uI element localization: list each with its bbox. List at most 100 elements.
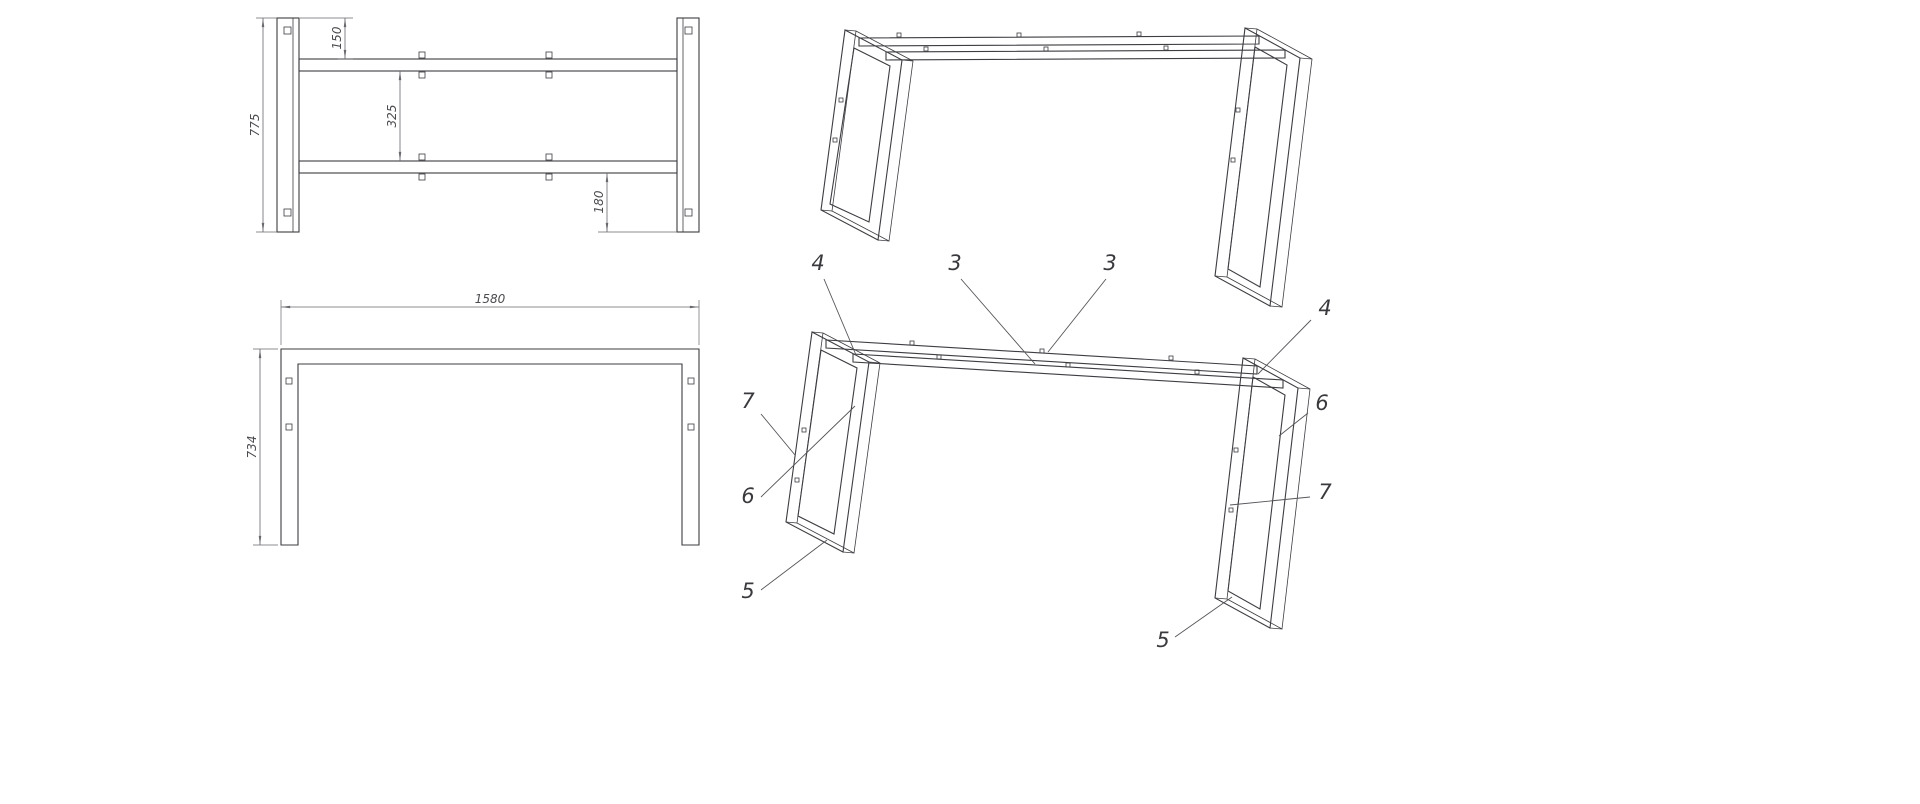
callout-label-4-right: 4: [1318, 296, 1331, 320]
iso-labeled-right-end-frame: [1214, 357, 1311, 630]
back-rail: [885, 49, 1286, 61]
iso-view-labeled: 4 3 3 4 6 7 5 7 6 5: [741, 251, 1332, 652]
hole-mark: [545, 51, 553, 59]
plan-dimensions: 775 150 325 180: [248, 17, 677, 233]
edge: [1269, 627, 1283, 630]
dim-label-180: 180: [592, 190, 606, 213]
rail-hole-marks: [896, 31, 1169, 52]
dim-label-325: 325: [385, 105, 399, 128]
hole-mark: [545, 71, 553, 79]
hole-mark: [418, 71, 426, 79]
callout-leader: [760, 539, 828, 591]
hole-mark: [1233, 447, 1239, 453]
hole-mark: [283, 208, 292, 217]
iso-view-plain: [820, 27, 1313, 308]
edge: [785, 521, 798, 524]
end-frame-outer-far: [796, 332, 881, 554]
hole-mark: [896, 32, 902, 38]
edge: [877, 239, 890, 242]
callout-leader: [1257, 319, 1312, 375]
edge: [1297, 387, 1311, 390]
callout-leader: [1047, 278, 1107, 353]
plan-view: 775 150 325 180: [248, 17, 700, 233]
hole-mark: [936, 354, 942, 360]
iso-plain-left-end-frame: [820, 29, 914, 242]
edge: [1214, 275, 1228, 278]
hole-mark: [794, 477, 800, 483]
front-frame-outline: [280, 348, 700, 546]
callout-label-5-right: 5: [1156, 628, 1169, 652]
end-frame-inner: [797, 349, 858, 535]
hole-mark: [1168, 355, 1174, 361]
dim-label-734: 734: [245, 436, 259, 459]
hole-mark: [838, 97, 844, 103]
hole-mark: [1039, 348, 1045, 354]
hole-mark: [909, 340, 915, 346]
front-rail: [858, 35, 1260, 47]
hole-mark: [1043, 46, 1049, 52]
dim-label-1580: 1580: [475, 292, 506, 306]
part-callouts: 4 3 3 4 6 7 5 7 6 5: [741, 251, 1332, 652]
hole-mark: [1065, 362, 1071, 368]
edge: [868, 361, 881, 364]
callout-label-3-left: 3: [948, 251, 961, 275]
front-dimensions: 1580 734: [245, 292, 700, 546]
hole-mark: [285, 377, 293, 385]
plan-frame: [276, 17, 700, 233]
hole-mark: [283, 26, 292, 35]
back-rail: [852, 353, 1284, 389]
hole-mark: [923, 46, 929, 52]
plan-bottom-rail: [298, 160, 678, 174]
callout-label-5-left: 5: [741, 579, 754, 603]
edge: [811, 331, 824, 334]
edge: [1242, 357, 1256, 360]
hole-mark: [418, 153, 426, 161]
callout-leader: [760, 413, 796, 456]
edge: [1214, 597, 1228, 600]
hole-mark: [1163, 45, 1169, 51]
hole-mark: [545, 173, 553, 181]
end-frame-outer-far: [831, 30, 914, 242]
callout-leader: [960, 278, 1036, 365]
plan-hole-marks: [283, 26, 693, 217]
edge: [842, 551, 855, 554]
iso-plain-rails: [858, 31, 1286, 61]
front-hole-marks: [285, 377, 695, 431]
hole-mark: [684, 26, 693, 35]
plan-left-side-member: [276, 17, 300, 233]
hole-mark: [1136, 31, 1142, 37]
hole-mark: [687, 377, 695, 385]
end-frame-outer: [820, 29, 903, 241]
callout-label-3-right: 3: [1103, 251, 1116, 275]
hole-mark: [418, 51, 426, 59]
hole-mark: [285, 423, 293, 431]
front-view: 1580 734: [245, 292, 700, 546]
hole-mark: [1194, 369, 1200, 375]
callout-leader: [1278, 412, 1309, 437]
hole-mark: [1228, 507, 1234, 513]
end-frame-inner: [1227, 376, 1286, 610]
dim-label-775: 775: [248, 114, 262, 137]
edge: [820, 209, 833, 212]
hole-mark: [1230, 157, 1236, 163]
hole-mark: [684, 208, 693, 217]
callout-leader: [823, 278, 857, 356]
hole-mark: [832, 137, 838, 143]
iso-labeled-left-end-frame: [785, 331, 881, 554]
end-frame-outer: [785, 331, 870, 553]
hole-mark: [801, 427, 807, 433]
callout-label-7-left: 7: [741, 389, 755, 413]
front-rail: [825, 339, 1258, 375]
iso-labeled-rails: [825, 339, 1284, 389]
callout-leader: [1174, 596, 1233, 638]
hole-mark: [418, 173, 426, 181]
callout-label-6-left: 6: [741, 484, 754, 508]
callout-label-4-top-left: 4: [811, 251, 824, 275]
hole-mark: [687, 423, 695, 431]
plan-right-side-member: [676, 17, 700, 233]
end-frame-inner: [1227, 46, 1288, 288]
callout-leader: [760, 405, 856, 498]
edge: [1269, 305, 1283, 308]
